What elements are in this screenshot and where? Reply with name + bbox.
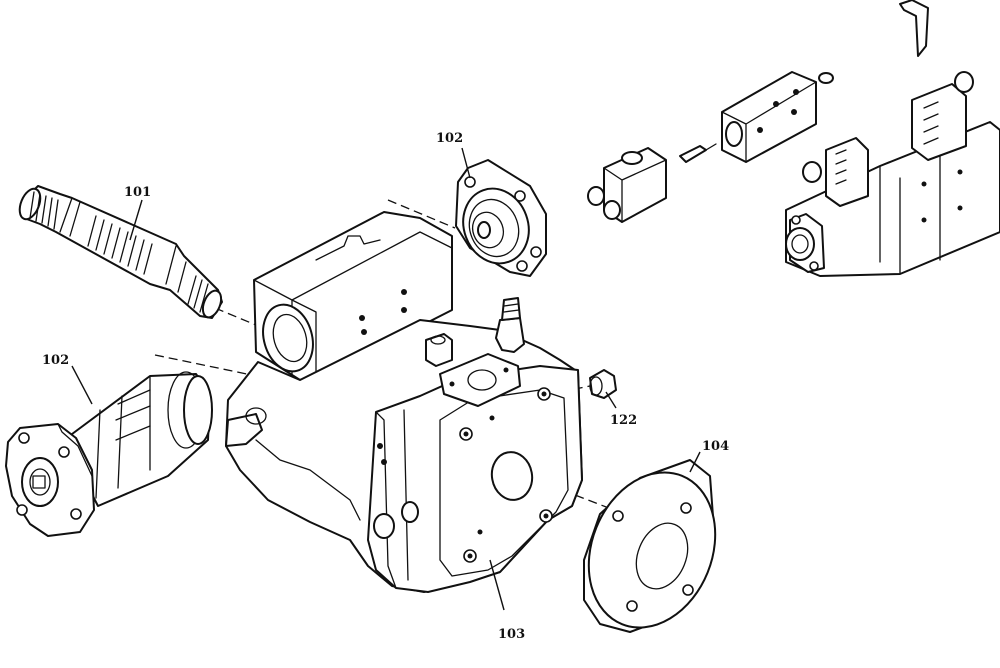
seal-flange-left bbox=[5, 371, 213, 537]
callout-plug-122: 122 bbox=[610, 413, 637, 428]
callout-cover-plate-104: 104 bbox=[702, 439, 729, 454]
seal-flange-top bbox=[455, 159, 547, 277]
callout-shaft-101: 101 bbox=[124, 185, 151, 200]
pressure-fitting bbox=[495, 297, 525, 353]
drive-shaft bbox=[18, 185, 223, 319]
leader-lines bbox=[71, 147, 701, 611]
control-valve-assembly bbox=[587, 0, 1000, 277]
callout-seal-flange-left-102: 102 bbox=[42, 353, 69, 368]
callout-seal-flange-top-102: 102 bbox=[436, 131, 463, 146]
callout-pump-housing-103: 103 bbox=[498, 627, 525, 642]
pump-housing bbox=[225, 211, 583, 593]
plug bbox=[589, 369, 617, 399]
cover-plate bbox=[583, 459, 717, 633]
